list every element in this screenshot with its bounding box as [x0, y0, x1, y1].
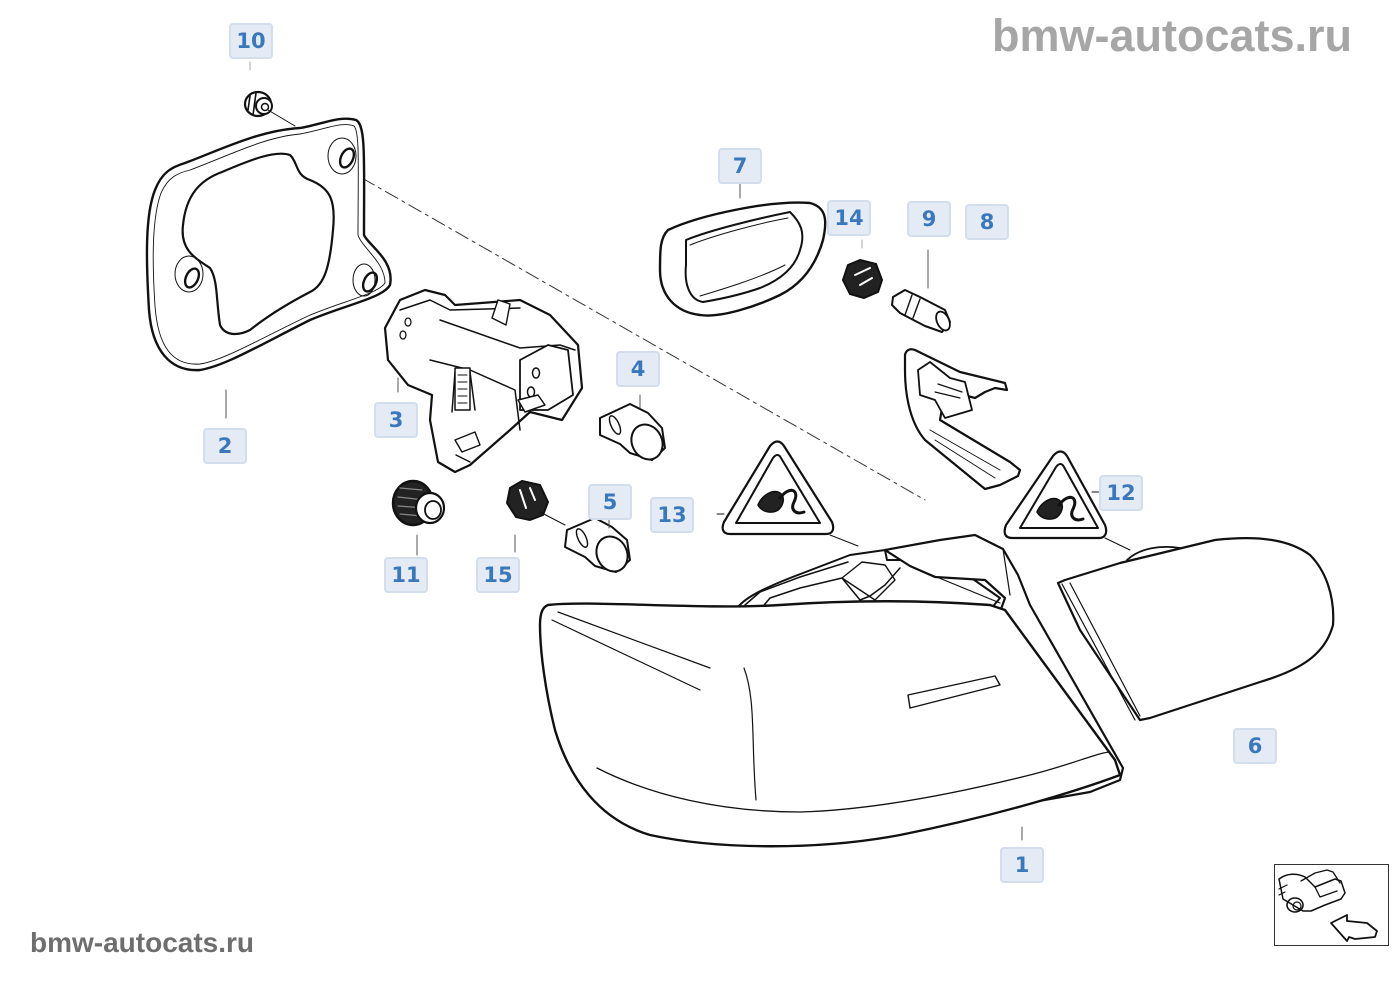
bulb-part-4[interactable] — [600, 395, 668, 465]
warning-label-part-13[interactable] — [717, 442, 858, 547]
callout-1[interactable]: 1 — [1000, 847, 1044, 883]
alignment-line — [362, 178, 925, 500]
callout-13[interactable]: 13 — [650, 497, 694, 533]
callout-4[interactable]: 4 — [616, 351, 660, 387]
grommet-part-11[interactable] — [393, 481, 444, 555]
callout-2[interactable]: 2 — [203, 428, 247, 464]
callout-3[interactable]: 3 — [374, 402, 418, 438]
small-gasket-part-7[interactable] — [660, 184, 825, 315]
watermark-bottom: bmw-autocats.ru — [30, 927, 255, 958]
vehicle-location-thumbnail[interactable] — [1274, 864, 1389, 946]
warning-label-part-12[interactable] — [1005, 452, 1130, 551]
bulb-part-5[interactable] — [565, 518, 633, 577]
watermark-top: bmw-autocats.ru — [992, 10, 1353, 61]
callout-6[interactable]: 6 — [1233, 728, 1277, 764]
callout-8[interactable]: 8 — [965, 204, 1009, 240]
vehicle-rear-view-icon — [1275, 865, 1387, 944]
callout-14[interactable]: 14 — [827, 200, 871, 236]
callout-10[interactable]: 10 — [229, 23, 273, 59]
callout-15[interactable]: 15 — [476, 557, 520, 593]
bulb-socket-part-14[interactable] — [843, 240, 882, 298]
tail-lamp-inner-part-6[interactable] — [1058, 538, 1333, 720]
gasket-part-2[interactable] — [147, 119, 391, 418]
bulb-part-9[interactable] — [892, 250, 953, 333]
nut-part-10[interactable] — [245, 92, 295, 126]
bulb-socket-part-15[interactable] — [507, 481, 565, 552]
bulb-holder-part-3[interactable] — [385, 290, 582, 472]
callout-5[interactable]: 5 — [588, 484, 632, 520]
bracket-clip[interactable] — [905, 349, 1020, 489]
callout-12[interactable]: 12 — [1099, 475, 1143, 511]
callout-7[interactable]: 7 — [718, 148, 762, 184]
callout-9[interactable]: 9 — [907, 201, 951, 237]
tail-lamp-outer-part-1[interactable] — [540, 535, 1123, 846]
callout-11[interactable]: 11 — [384, 557, 428, 593]
